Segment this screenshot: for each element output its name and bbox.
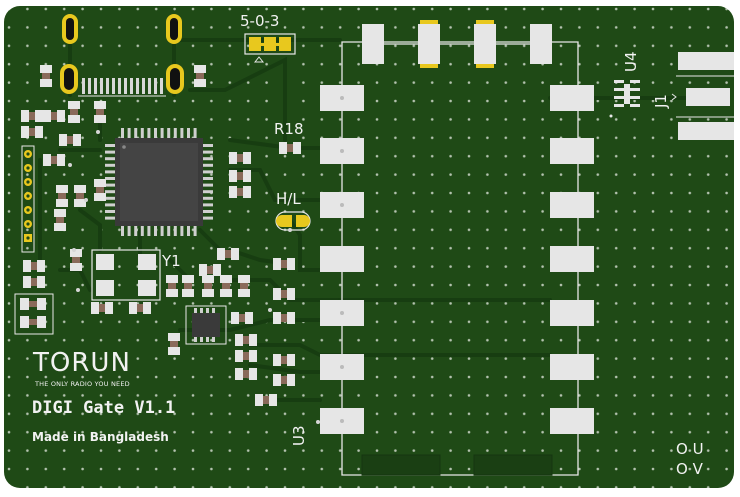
u3-bottom-pad-right bbox=[473, 454, 553, 476]
jumper-hl bbox=[275, 211, 311, 231]
usb-connector bbox=[60, 14, 184, 97]
u3-bottom-pad-left bbox=[361, 454, 441, 476]
label-hl: H/L bbox=[276, 190, 301, 208]
j1-connector bbox=[671, 52, 734, 140]
label-jumper-503: 5-0-3 bbox=[240, 12, 280, 30]
crystal-y1 bbox=[91, 249, 161, 301]
brand-tagline: THE ONLY RADIO YOU NEED bbox=[35, 380, 130, 388]
led-pair bbox=[14, 293, 54, 335]
u3-top-pads bbox=[362, 20, 552, 68]
product-name: DIGI Gate V1.1 bbox=[32, 398, 176, 418]
label-j1: J1 bbox=[652, 94, 670, 108]
label-r18: R18 bbox=[274, 120, 304, 138]
soic-ic bbox=[185, 305, 227, 345]
label-out-u: O U bbox=[676, 440, 704, 458]
mcu-qfp bbox=[105, 128, 213, 236]
label-y1: Y1 bbox=[162, 252, 181, 270]
label-out-v: O V bbox=[676, 460, 703, 478]
brand-logo-text: TORUN bbox=[33, 348, 131, 378]
u3-right-pads bbox=[550, 85, 594, 434]
pin-header bbox=[21, 145, 35, 253]
label-u3: U3 bbox=[290, 425, 308, 446]
u3-left-pads bbox=[320, 85, 364, 434]
made-in-text: Made in Bangladesh bbox=[32, 430, 169, 444]
passive-components bbox=[21, 65, 301, 406]
u3-outline bbox=[341, 41, 579, 476]
jumper-503 bbox=[244, 33, 296, 63]
vias bbox=[68, 130, 320, 424]
u4-chip bbox=[609, 80, 640, 118]
label-u4: U4 bbox=[622, 51, 640, 72]
